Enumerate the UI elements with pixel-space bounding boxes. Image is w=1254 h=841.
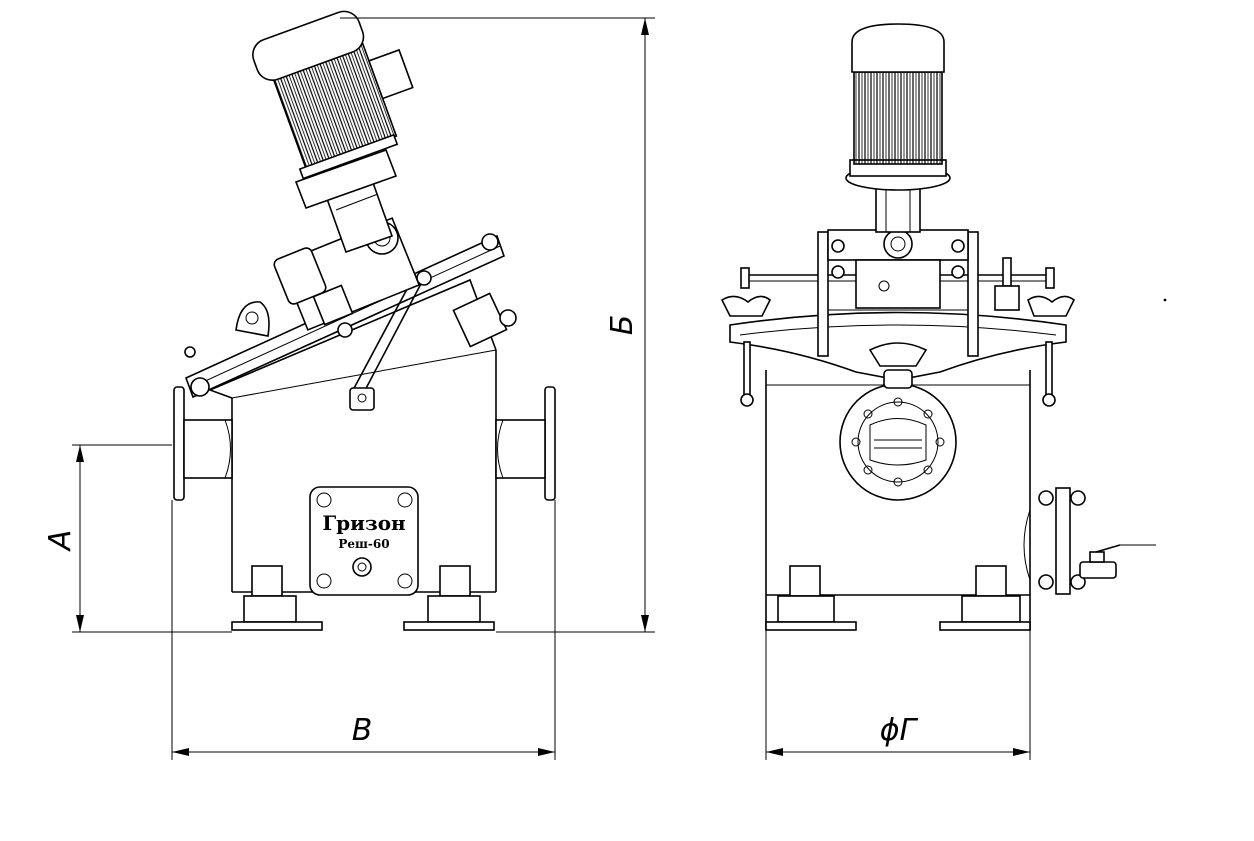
front-flange [839,383,957,501]
inlet-flange [173,386,233,501]
dimension-label-b: Б [605,315,640,336]
front-feet [765,565,1031,631]
dimension-label-a: А [43,530,78,553]
lever-arm [349,270,432,411]
front-gear-frame [817,229,979,357]
nameplate: Гризон Реш-60 [309,486,419,596]
support-feet [231,565,495,631]
gearbox [273,217,421,338]
nameplate-brand: Гризон [322,511,405,535]
front-view [720,23,1167,631]
side-valve [1023,298,1167,595]
outlet-flange [495,386,556,501]
electric-motor [252,10,414,180]
dimension-label-g: ϕГ [880,713,919,748]
front-lid [720,257,1076,407]
front-motor [851,23,945,165]
dimension-lines [72,17,1031,760]
side-view: Гризон Реш-60 [173,10,556,631]
nameplate-model: Реш-60 [338,537,389,551]
motor-coupling [294,148,398,254]
dimension-label-v: В [352,713,373,748]
front-coupling [845,159,951,233]
